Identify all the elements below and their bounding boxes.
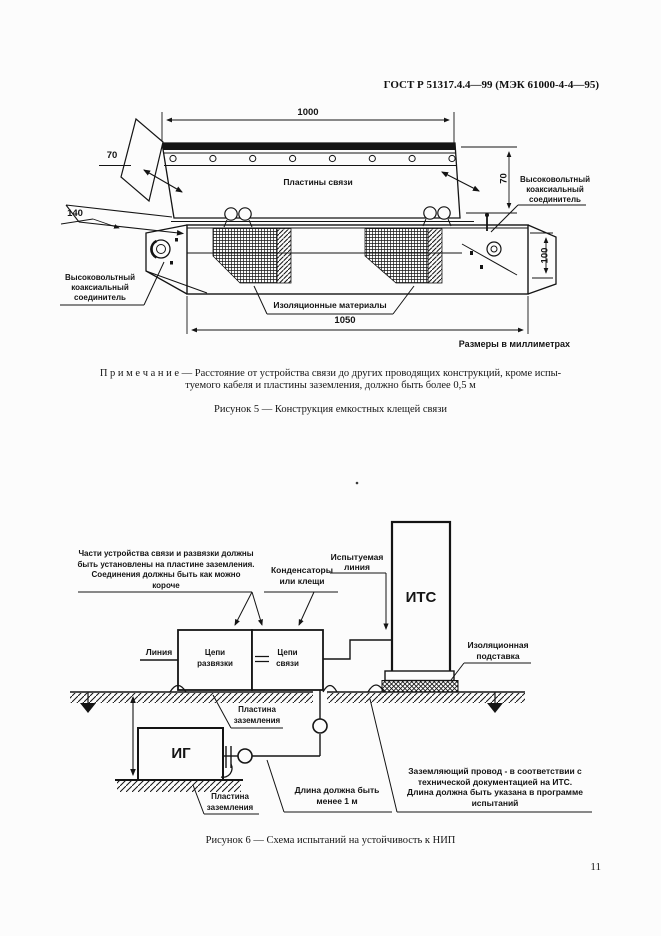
ground-wire-note-line2: технической документацией на ИТС. (417, 776, 573, 787)
stand-line2: подставка (476, 650, 520, 661)
page-header: ГОСТ Р 51317.4.4—99 (МЭК 61000-4-4—95) (383, 79, 599, 91)
line-label: Линия (145, 647, 173, 657)
dim-left-140: 140 (67, 208, 83, 219)
ground-wire-note-line4: испытаний (471, 797, 519, 808)
capacitors-line1: Конденсаторы (270, 565, 334, 575)
insulating-stand-label: Изоляционная подставка (456, 640, 540, 661)
eut-label: ИТС (405, 589, 437, 606)
ground-wire-note-line1: Заземляющий провод - в соответствии с (408, 766, 582, 776)
figure6-drawing (70, 520, 592, 815)
hv-right-line2: коаксиальный (526, 185, 584, 194)
figure6-caption: Рисунок 6 — Схема испытаний на устойчиво… (205, 835, 456, 846)
page-number: 11 (590, 861, 601, 873)
generator-label: ИГ (171, 745, 191, 762)
ground-plate-upper-label: Пластина заземления (225, 705, 289, 726)
figure6-note-line1: Части устройства связи и развязки должны (78, 549, 254, 558)
hv-left-line1: Высоковольтный (64, 273, 136, 282)
hv-left-line2: коаксиальный (71, 283, 129, 292)
figure6-note-line4: короче (152, 580, 180, 590)
figure6-note-line2: быть установлены на пластине заземления. (77, 559, 255, 569)
ground-wire-note-label: Заземляющий провод - в соответствии с те… (394, 766, 596, 808)
units-note: Размеры в миллиметрах (458, 339, 570, 349)
decoupling-line1: Цепи (204, 648, 226, 657)
coupling-line2: связи (276, 658, 299, 668)
ground-wire-note-line3: Длина должна быть указана в программе (407, 787, 583, 797)
ground-plate-upper-line1: Пластина (238, 705, 276, 714)
hv-connector-right-label: Высоковольтный коаксиальный соединитель (513, 175, 597, 205)
figure5-note-line1: П р и м е ч а н и е — Расстояние от устр… (99, 368, 562, 379)
length-note-label: Длина должна быть менее 1 м (280, 785, 394, 807)
coupling-line1: Цепи (277, 648, 298, 657)
test-line-line2: линия (344, 562, 370, 572)
test-line-line1: Испытуемая (330, 552, 384, 562)
hv-right-line1: Высоковольтный (519, 175, 591, 184)
ground-plate-upper-line2: заземления (233, 715, 281, 725)
figure5-caption: Рисунок 5 — Конструкция емкостных клещей… (214, 404, 447, 415)
ground-plate-lower-line2: заземления (206, 802, 254, 812)
stand-line1: Изоляционная (467, 640, 529, 650)
coupling-box-label: Цепи связи (253, 648, 322, 669)
decoupling-line2: развязки (197, 658, 233, 668)
ground-plate-lower-line1: Пластина (211, 792, 249, 801)
coupling-plates-label: Пластины связи (283, 177, 353, 187)
dim-height-100: 100 (539, 247, 551, 264)
capacitors-label: Конденсаторы или клещи (258, 565, 346, 587)
figure5-drawing (60, 112, 586, 485)
length-note-line2: менее 1 м (316, 796, 358, 806)
hv-connector-left-label: Высоковольтный коаксиальный соединитель (52, 273, 148, 303)
insulation-materials-label: Изоляционные материалы (273, 300, 387, 310)
capacitors-line2: или клещи (279, 576, 325, 586)
dim-top-1000: 1000 (297, 107, 319, 118)
figure5-note-line2: туемого кабеля и пластины заземления, до… (185, 379, 476, 391)
hv-left-line3: соединитель (74, 293, 126, 302)
figure6-note-line3: Соединения должны быть как можно (91, 570, 241, 580)
test-line-label: Испытуемая линия (325, 552, 389, 572)
dim-flap-70: 70 (106, 150, 118, 161)
figure6-note-block: Части устройства связи и развязки должны… (74, 549, 258, 591)
decoupling-box-label: Цепи развязки (179, 648, 251, 669)
hv-right-line3: соединитель (529, 195, 581, 204)
ground-plate-lower-label: Пластина заземления (198, 792, 262, 813)
dim-right-70: 70 (498, 173, 510, 184)
length-note-line1: Длина должна быть (294, 785, 380, 795)
dim-bottom-1050: 1050 (334, 315, 356, 326)
